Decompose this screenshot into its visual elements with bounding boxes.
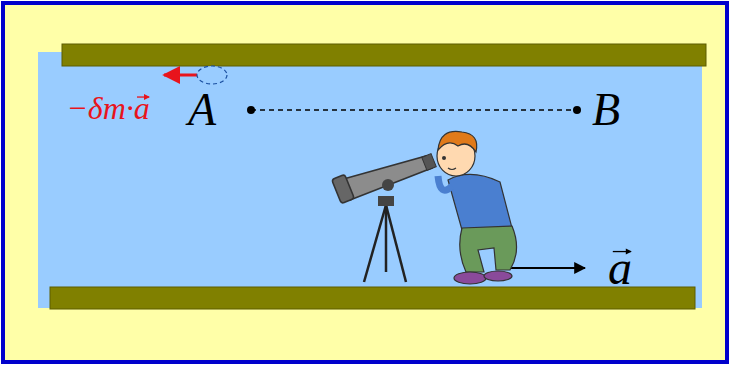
point-dot [247, 106, 255, 114]
acceleration-label: a [608, 244, 632, 292]
panel-frame [3, 3, 727, 362]
fluid-region [38, 52, 702, 308]
telescope [332, 154, 437, 204]
top-wall [62, 44, 706, 66]
tripod [364, 205, 406, 282]
acceleration-arrow [505, 267, 585, 269]
fluid-element [197, 66, 227, 84]
inertial-force-arrow [164, 74, 200, 77]
tripod-head [378, 196, 394, 206]
point-label: B [592, 87, 620, 133]
point-dot [573, 106, 581, 114]
sight-line [251, 109, 577, 110]
observer-boy [437, 131, 517, 284]
force-label: −δm·a [66, 92, 150, 124]
bottom-wall [50, 287, 695, 309]
point-label: A [188, 87, 216, 133]
